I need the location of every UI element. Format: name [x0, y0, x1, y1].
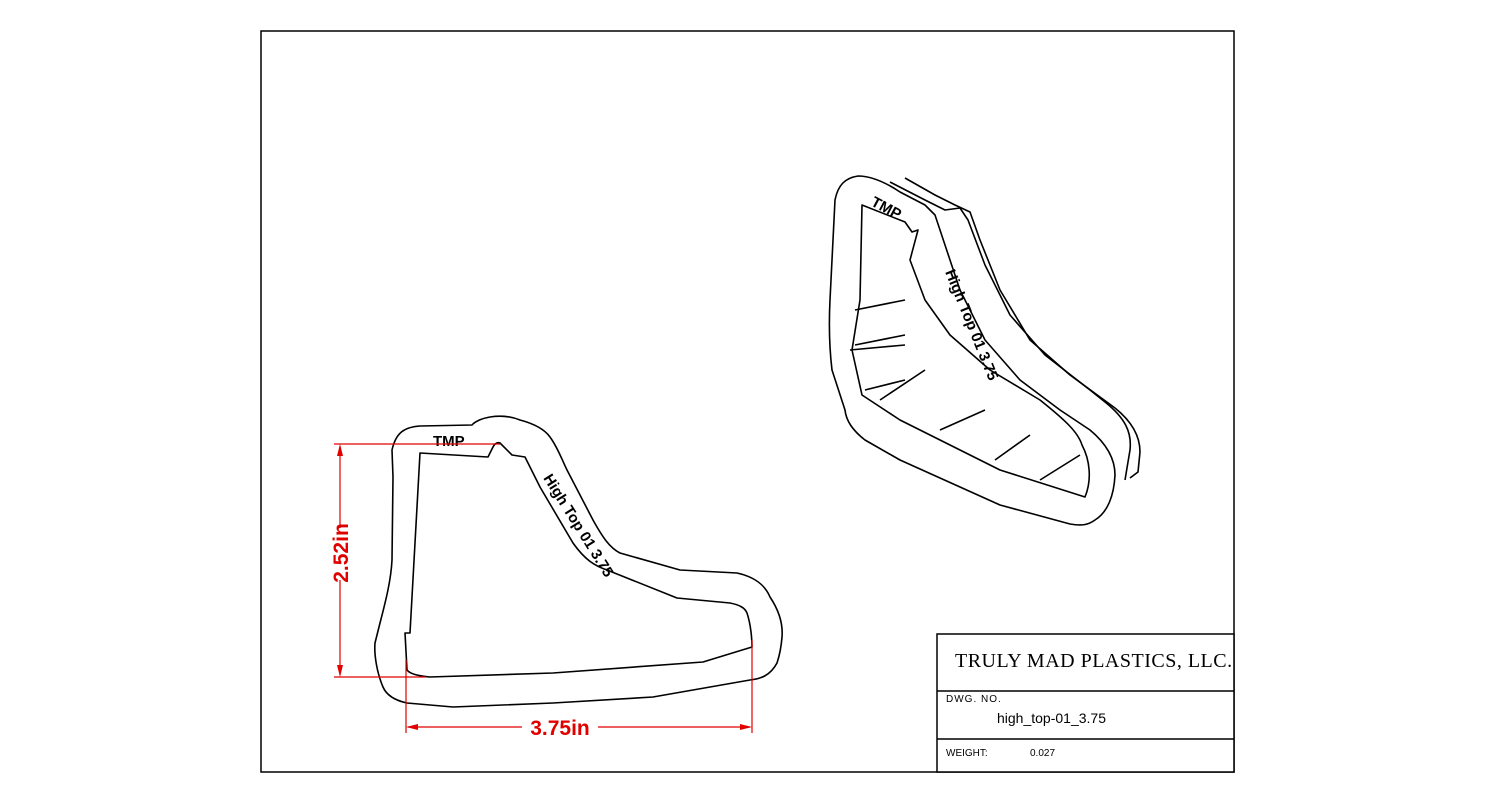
weight-label: WEIGHT: [946, 748, 988, 759]
front-view: TMP High Top 01 3.75 [374, 415, 783, 708]
iso-back-outline-2 [904, 177, 1141, 479]
sheet-border [260, 30, 1235, 773]
isometric-view: TMP High Top 01 3.75 [828, 175, 1141, 526]
weight-value: 0.027 [1030, 748, 1056, 759]
height-dimension: 2.52in [330, 443, 500, 678]
width-dimension-label: 3.75in [530, 717, 590, 740]
title-block-frame [936, 633, 1235, 773]
dwg-no-label: DWG. NO. [946, 694, 1002, 705]
company-name: TRULY MAD PLASTICS, LLC. [955, 650, 1233, 672]
dwg-no-value: high_top-01_3.75 [997, 710, 1106, 726]
emboss-tmp: TMP [433, 433, 465, 450]
cutter-inner-outline [404, 441, 753, 678]
cutter-outer-outline [374, 415, 783, 708]
iso-emboss-side-text: High Top 01 3.75 [941, 267, 1001, 383]
iso-inner-outline [851, 204, 1091, 498]
iso-wall-lines [849, 299, 1081, 481]
iso-back-outline-1 [889, 181, 1132, 481]
width-dimension: 3.75in [405, 640, 753, 740]
emboss-side-text: High Top 01 3.75 [540, 471, 617, 580]
iso-outer-outline [828, 175, 1116, 526]
height-dimension-label: 2.52in [330, 523, 353, 583]
